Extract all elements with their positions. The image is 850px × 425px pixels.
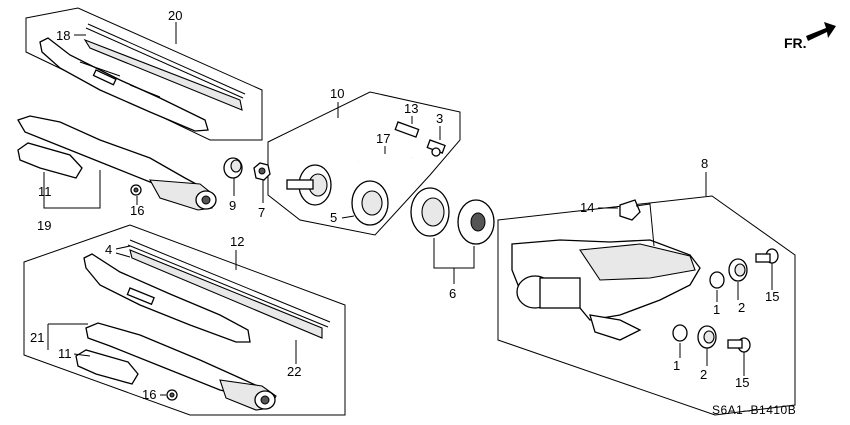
wiper-blade-rubber-upper	[85, 23, 246, 99]
plate-6	[457, 199, 495, 245]
cap-nut-7	[253, 162, 271, 181]
grommet-2a	[728, 258, 748, 282]
arm-cap-upper	[17, 142, 83, 179]
nozzle-3	[426, 139, 446, 157]
wiper-blade-lower	[83, 249, 323, 343]
callout-21: 21	[30, 330, 44, 345]
wiper-blade-upper	[39, 37, 243, 132]
callout-22: 22	[287, 364, 301, 379]
wiper-arm-lower	[85, 322, 277, 411]
group-box-wiper-motor	[497, 195, 796, 416]
callout-8: 8	[701, 156, 708, 171]
callout-15-lower: 15	[735, 375, 749, 390]
leader-lines	[43, 22, 773, 396]
nut-16-upper	[130, 184, 142, 196]
cushion-1a	[709, 271, 725, 289]
joint-13	[394, 121, 420, 138]
group-box-rear-blade-lower	[23, 224, 346, 416]
callout-11-upper: 11	[38, 184, 52, 199]
callout-12: 12	[230, 234, 244, 249]
front-direction-arrow-icon	[806, 22, 836, 41]
callout-2-upper: 2	[738, 300, 745, 315]
pivot-seal	[286, 164, 332, 206]
callout-20: 20	[168, 8, 182, 23]
group-box-rear-blade-upper	[25, 7, 263, 141]
callout-5: 5	[330, 210, 337, 225]
callout-4: 4	[105, 242, 112, 257]
group-box-pivot-assembly	[267, 91, 461, 236]
hose-17	[356, 148, 414, 165]
callout-9: 9	[229, 198, 236, 213]
callout-15-upper: 15	[765, 289, 779, 304]
callout-6: 6	[449, 286, 456, 301]
wiper-motor-8	[511, 239, 701, 341]
callout-16-lower: 16	[142, 387, 156, 402]
bolt-15a	[755, 248, 779, 264]
callout-1-lower: 1	[673, 358, 680, 373]
callout-10: 10	[330, 86, 344, 101]
wiper-blade-rubber-lower	[127, 239, 331, 328]
nut-16-lower	[166, 389, 178, 401]
wiper-arm-upper	[17, 115, 217, 211]
arm-cap-lower	[75, 349, 139, 385]
callout-2-lower: 2	[700, 367, 707, 382]
callout-1-upper: 1	[713, 302, 720, 317]
callout-7: 7	[258, 205, 265, 220]
cushion-1b	[672, 324, 688, 342]
callout-16-upper: 16	[130, 203, 144, 218]
grommet-9	[223, 157, 243, 179]
callout-11-lower: 11	[58, 346, 72, 361]
callout-3: 3	[436, 111, 443, 126]
bolt-15b	[727, 337, 751, 353]
front-direction-label: FR.	[784, 35, 807, 51]
grommet-2b	[697, 325, 717, 349]
callout-19: 19	[37, 218, 51, 233]
callout-18: 18	[56, 28, 70, 43]
diagram-code: S6A1–B1410B	[712, 403, 796, 417]
clip-14	[619, 199, 641, 221]
callout-14: 14	[580, 200, 594, 215]
bushing-6	[410, 187, 450, 237]
callout-13: 13	[404, 101, 418, 116]
grommet-5	[351, 180, 389, 226]
callout-17: 17	[376, 131, 390, 146]
